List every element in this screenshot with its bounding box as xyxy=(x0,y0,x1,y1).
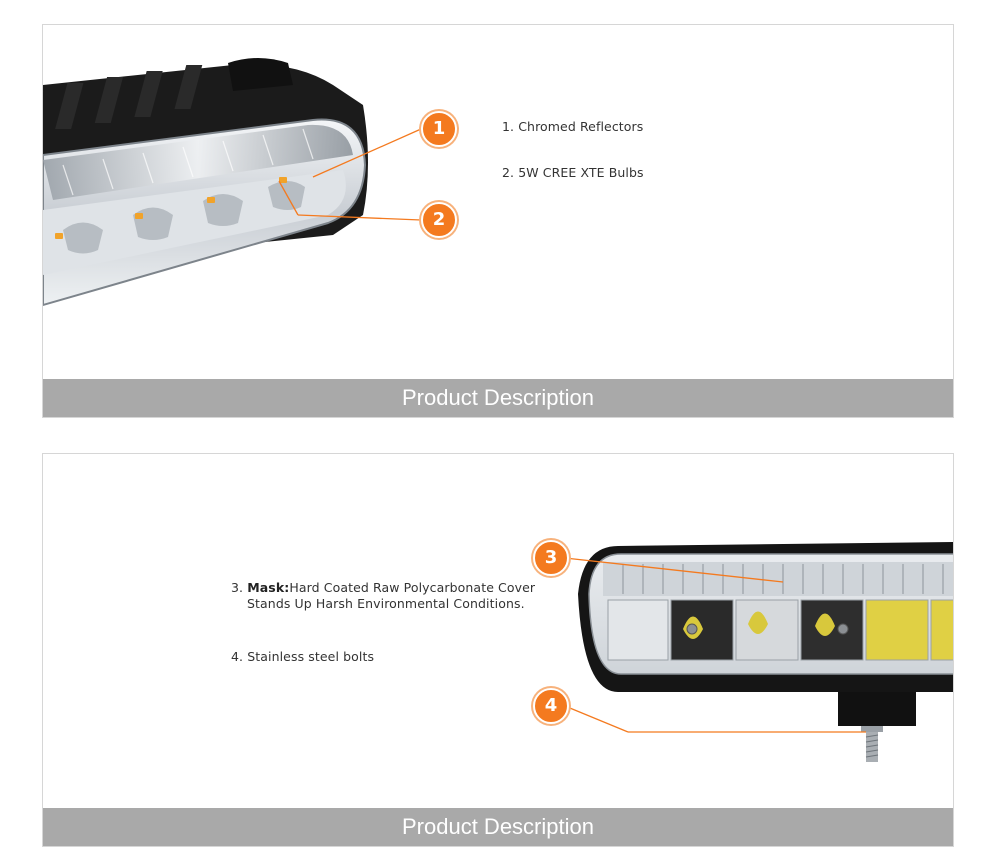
feature-number: 1. xyxy=(502,119,515,134)
callout-badge-4: 4 xyxy=(533,688,569,724)
feature-number: 2. xyxy=(502,165,515,180)
callout-badge-2: 2 xyxy=(421,202,457,238)
feature-label: 5W CREE XTE Bulbs xyxy=(518,165,644,180)
product-panel-2: 3 4 3. Mask:Hard Coated Raw Polycarbonat… xyxy=(42,453,954,847)
section-footer-title: Product Description xyxy=(43,808,953,846)
callout-badge-1: 1 xyxy=(421,111,457,147)
feature-item-1: 1. Chromed Reflectors xyxy=(502,119,643,134)
callout-badge-3: 3 xyxy=(533,540,569,576)
feature-item-2: 2. 5W CREE XTE Bulbs xyxy=(502,165,644,180)
feature-continuation: Stands Up Harsh Environmental Conditions… xyxy=(247,596,525,611)
feature-number: 3. xyxy=(231,580,244,595)
product-panel-1: 1 2 1. Chromed Reflectors 2. 5W CREE XTE… xyxy=(42,24,954,418)
feature-number: 4. xyxy=(231,649,244,664)
feature-item-4: 4. Stainless steel bolts xyxy=(231,649,374,664)
feature-item-3: 3. Mask:Hard Coated Raw Polycarbonate Co… xyxy=(231,580,535,611)
feature-label-bold: Mask: xyxy=(247,580,290,595)
feature-label: Stainless steel bolts xyxy=(247,649,375,664)
led-light-bar-closeup-image xyxy=(43,58,422,307)
section-footer-title: Product Description xyxy=(43,379,953,417)
led-light-bar-front-image xyxy=(564,542,953,762)
feature-label: Chromed Reflectors xyxy=(518,119,644,134)
feature-label: Hard Coated Raw Polycarbonate Cover xyxy=(289,580,536,595)
